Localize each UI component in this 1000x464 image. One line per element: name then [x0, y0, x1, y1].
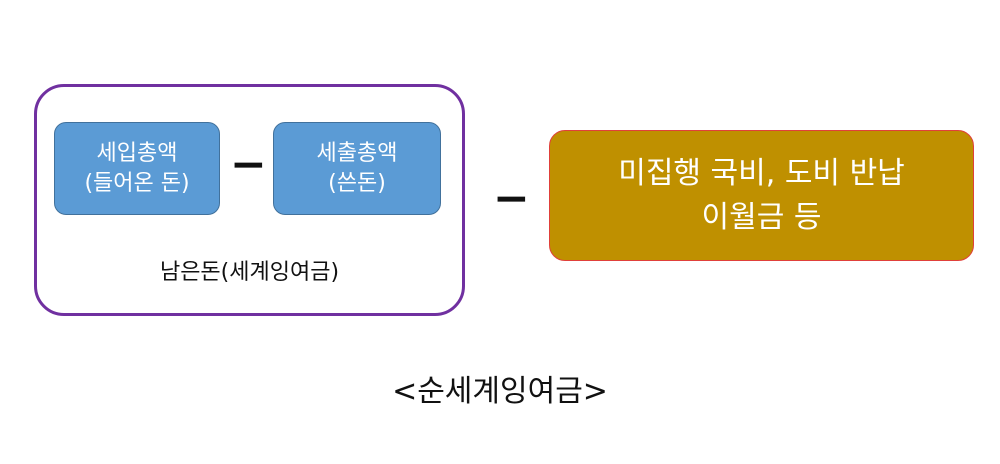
total-expenditure-subtitle: (쓴돈)	[328, 170, 386, 196]
surplus-label: 남은돈(세계잉여금)	[159, 260, 340, 285]
total-expenditure-title: 세출총액	[316, 140, 398, 166]
diagram-caption: <순세계잉여금>	[392, 374, 608, 409]
deduction-line-1: 미집행 국비, 도비 반납	[618, 155, 905, 191]
minus-operator-outer: −	[493, 173, 530, 224]
total-revenue-box: 세입총액 (들어온 돈)	[54, 122, 220, 215]
total-expenditure-box: 세출총액 (쓴돈)	[273, 122, 441, 215]
total-revenue-subtitle: (들어온 돈)	[84, 170, 190, 196]
minus-operator-inner: −	[230, 139, 267, 190]
deduction-line-2: 이월금 등	[701, 199, 822, 235]
total-revenue-title: 세입총액	[96, 140, 178, 166]
deduction-box: 미집행 국비, 도비 반납 이월금 등	[549, 130, 974, 261]
